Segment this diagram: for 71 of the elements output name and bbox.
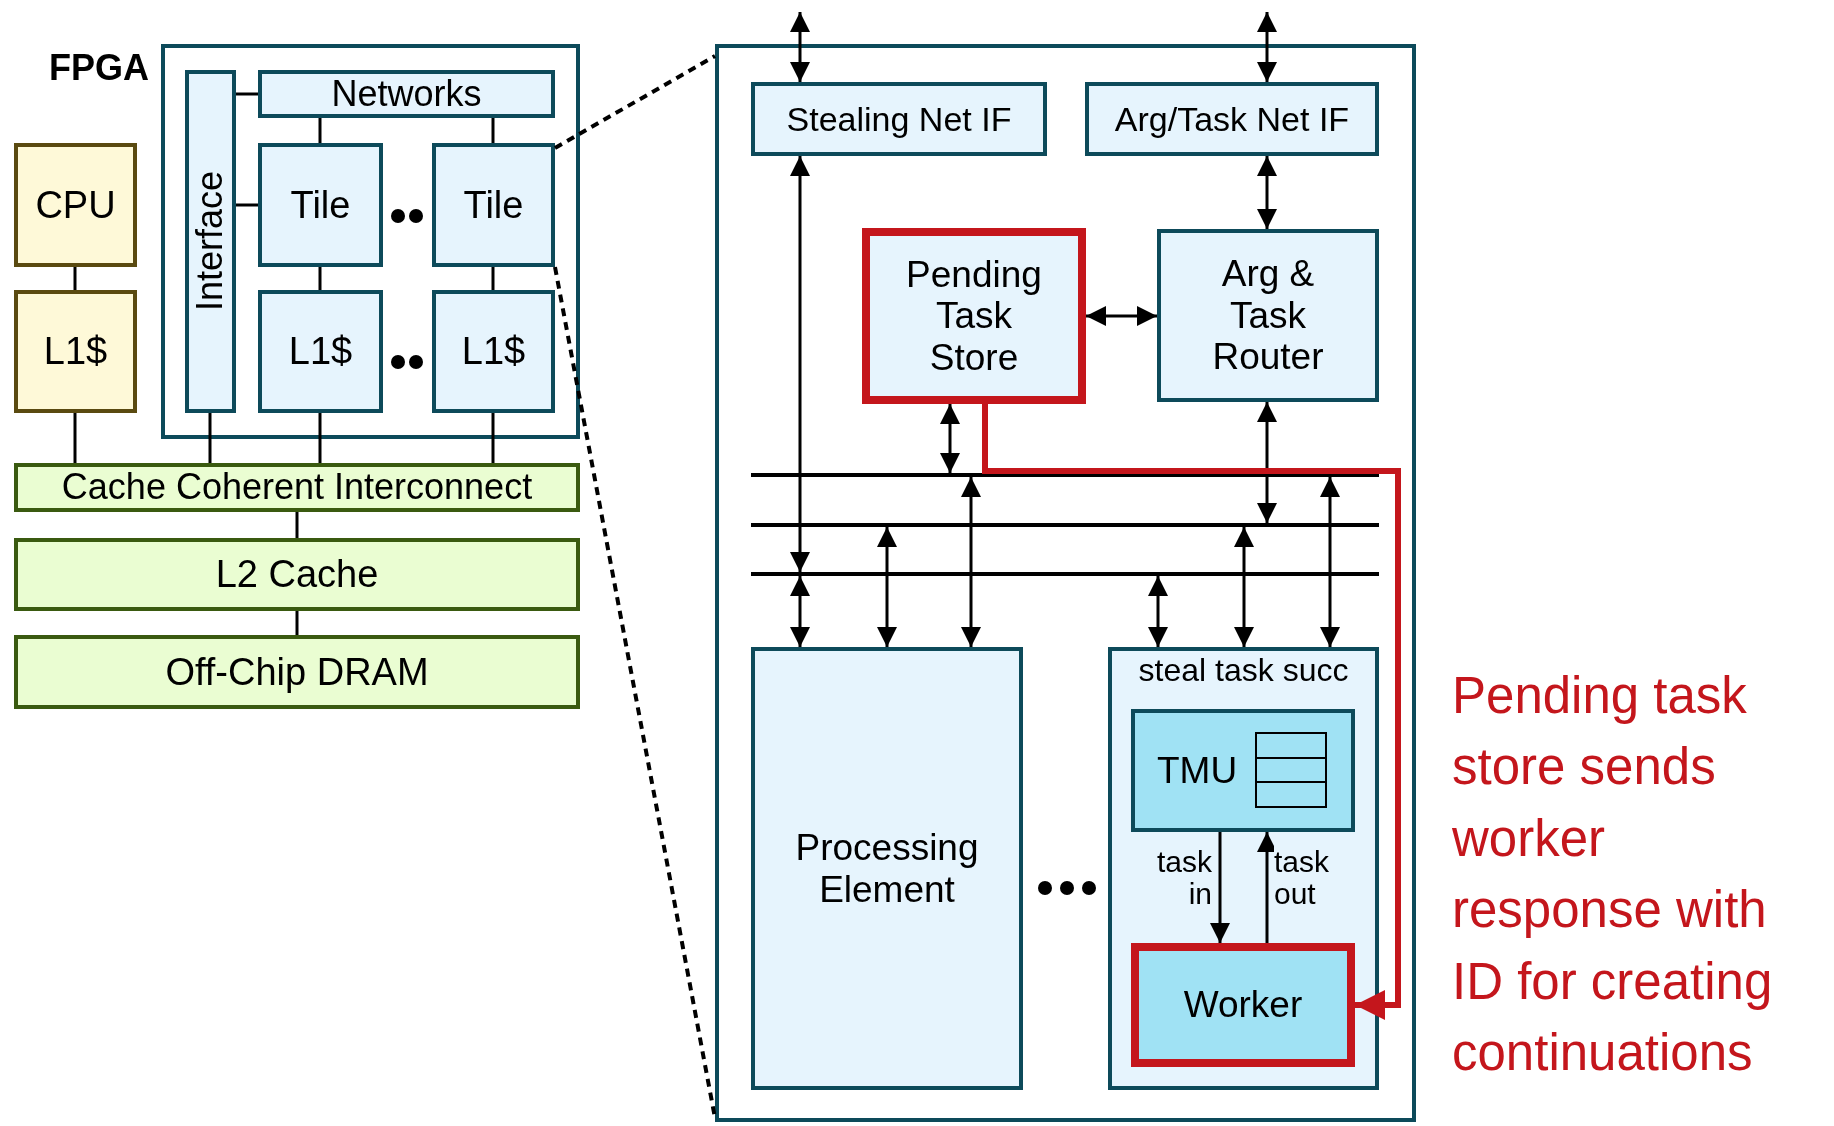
connector-line <box>491 118 495 143</box>
interface-block <box>751 82 1047 156</box>
connector-line <box>236 203 258 207</box>
block-label: Worker <box>1183 984 1303 1026</box>
block-label: Off-Chip DRAM <box>165 650 429 694</box>
highlighted-block <box>1131 943 1355 1067</box>
arrow <box>961 477 981 647</box>
block-label: Interface <box>190 171 231 312</box>
block-label: Pending Task Store <box>905 253 1043 379</box>
arrow <box>1234 527 1254 647</box>
network-block <box>258 70 555 118</box>
cache-block <box>258 290 383 413</box>
block-label: L1$ <box>461 330 526 373</box>
arrow <box>877 527 897 647</box>
block-title: FPGA <box>48 48 149 89</box>
cache-block <box>14 538 580 611</box>
cache-block <box>432 290 555 413</box>
highlighted-block <box>862 228 1086 404</box>
connector-line <box>73 413 77 463</box>
tile-block <box>432 143 555 267</box>
block-label: Networks <box>331 73 482 115</box>
connector-line <box>295 512 299 538</box>
block-label: Arg & Task Router <box>1211 253 1325 378</box>
arrow <box>1086 306 1157 326</box>
arrow <box>1257 12 1277 82</box>
arrow <box>790 12 810 82</box>
cache-block <box>14 290 137 413</box>
block-label: L1$ <box>288 330 353 373</box>
tile-block <box>258 143 383 267</box>
block-label: TMU <box>1157 749 1238 792</box>
block-label: Tile <box>463 183 524 227</box>
processing-block <box>751 647 1023 1090</box>
block-label: CPU <box>35 183 116 227</box>
connector-line <box>73 267 77 290</box>
block-label: Processing Element <box>794 827 980 910</box>
router-block <box>1157 229 1379 402</box>
arrow <box>790 576 810 647</box>
cpu-block <box>14 143 137 267</box>
arrow <box>940 404 960 473</box>
connector-line <box>295 611 299 635</box>
block-label: Tile <box>290 183 351 227</box>
enlarged-tile-panel <box>715 44 1416 1122</box>
connector-line <box>318 413 322 463</box>
block-label: Stealing Net IF <box>786 99 1012 139</box>
interface-bar <box>185 70 236 413</box>
interconnect-block <box>14 463 580 512</box>
connector-line <box>318 267 322 290</box>
connector-line <box>208 413 212 463</box>
connector-line <box>491 267 495 290</box>
arrow <box>982 404 1401 1020</box>
arrow <box>1257 156 1277 229</box>
tmu-block <box>1131 709 1355 832</box>
interface-block <box>1085 82 1379 156</box>
arrow <box>790 156 810 572</box>
arrow <box>1148 576 1168 647</box>
arrow <box>1257 832 1277 943</box>
block-label: Cache Coherent Interconnect <box>61 467 533 508</box>
block-label: Arg/Task Net IF <box>1114 99 1350 139</box>
arrow <box>1210 832 1230 943</box>
connector-line <box>236 92 258 96</box>
zoom-line <box>554 54 716 150</box>
block-label: L2 Cache <box>215 553 379 596</box>
block-label: L1$ <box>43 330 108 373</box>
memory-block <box>14 635 580 709</box>
worker-tile-block <box>1108 647 1379 1090</box>
arrow <box>1257 402 1277 523</box>
block-label: steal task succ <box>1138 653 1349 689</box>
annotation-text: Pending task store sends worker response with ID for creating continuations <box>1452 666 1774 1083</box>
connector-line <box>491 413 495 463</box>
arrow <box>1320 477 1340 647</box>
connector-line <box>318 118 322 143</box>
